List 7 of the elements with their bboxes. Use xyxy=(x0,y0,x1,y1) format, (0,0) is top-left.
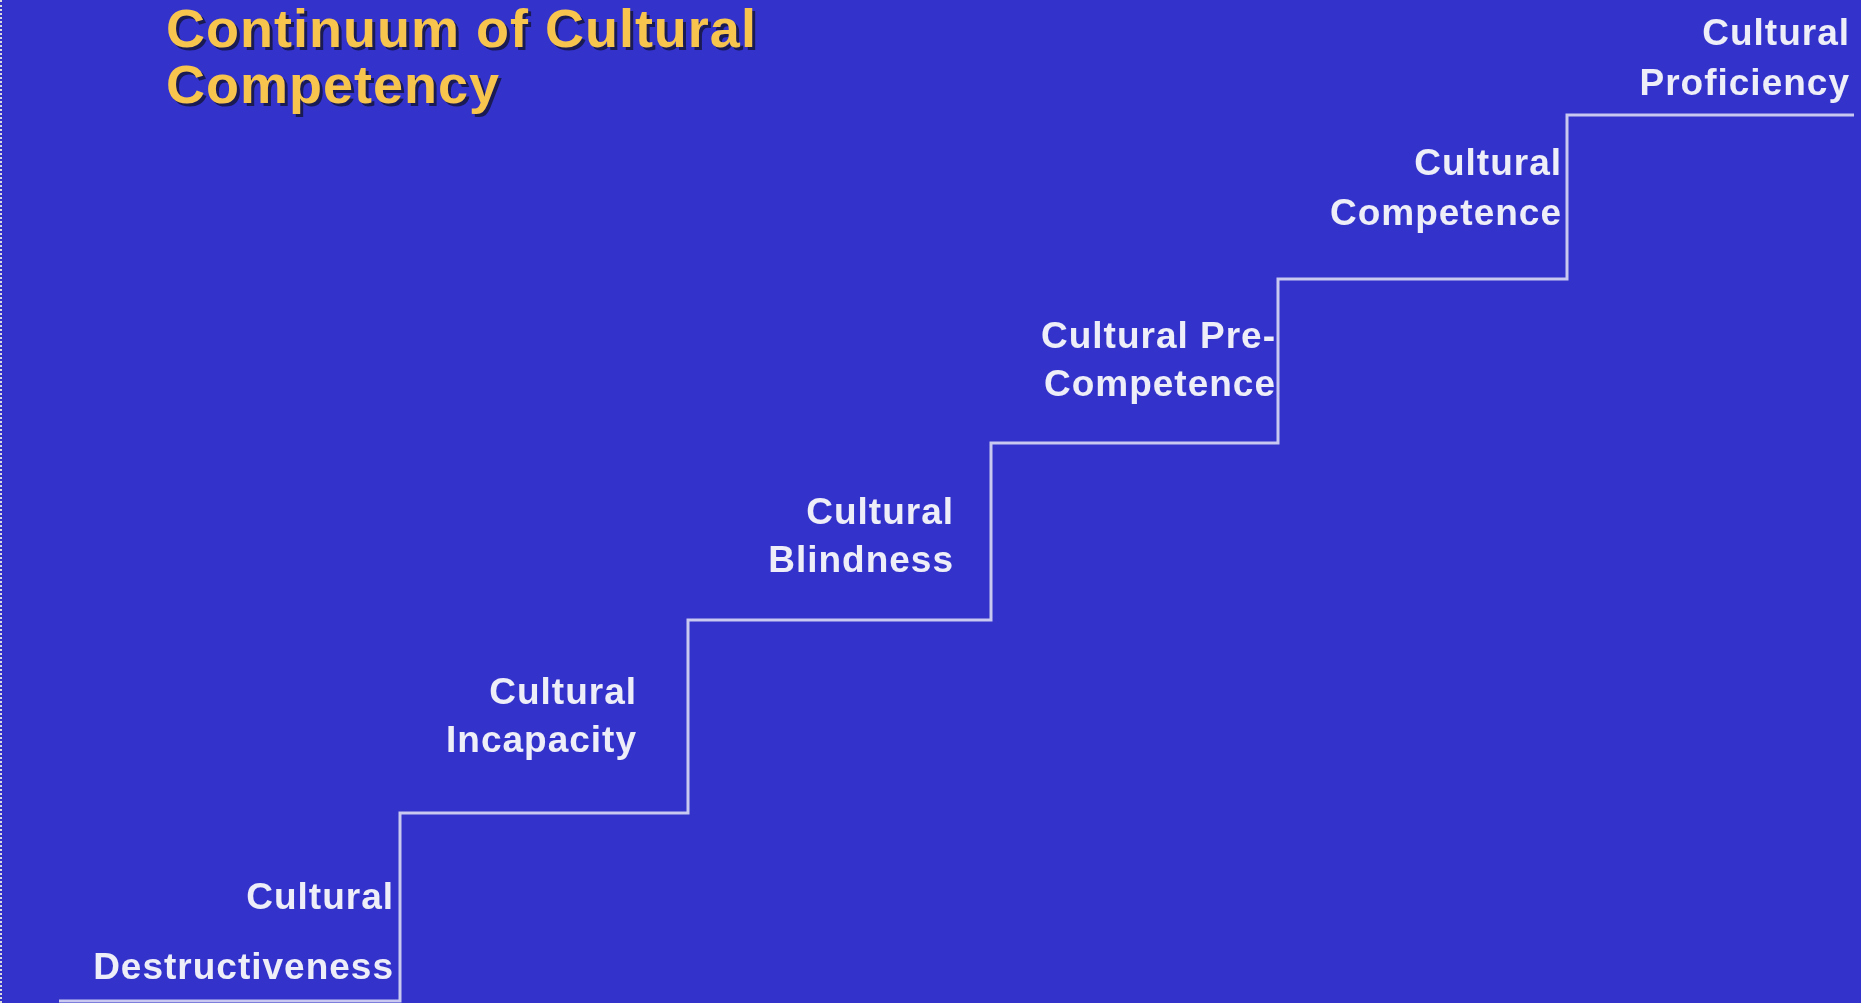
step-label: Cultural Destructiveness xyxy=(92,875,394,989)
step-label: Cultural Blindness xyxy=(767,490,954,582)
title: Continuum of Cultural Competency xyxy=(166,0,758,112)
step-label: Cultural Competence xyxy=(1328,141,1562,235)
step-label: Cultural Incapacity xyxy=(445,670,637,762)
step-label: Cultural Proficiency xyxy=(1638,11,1850,105)
step-label: Cultural Pre-Competence xyxy=(1039,314,1276,406)
